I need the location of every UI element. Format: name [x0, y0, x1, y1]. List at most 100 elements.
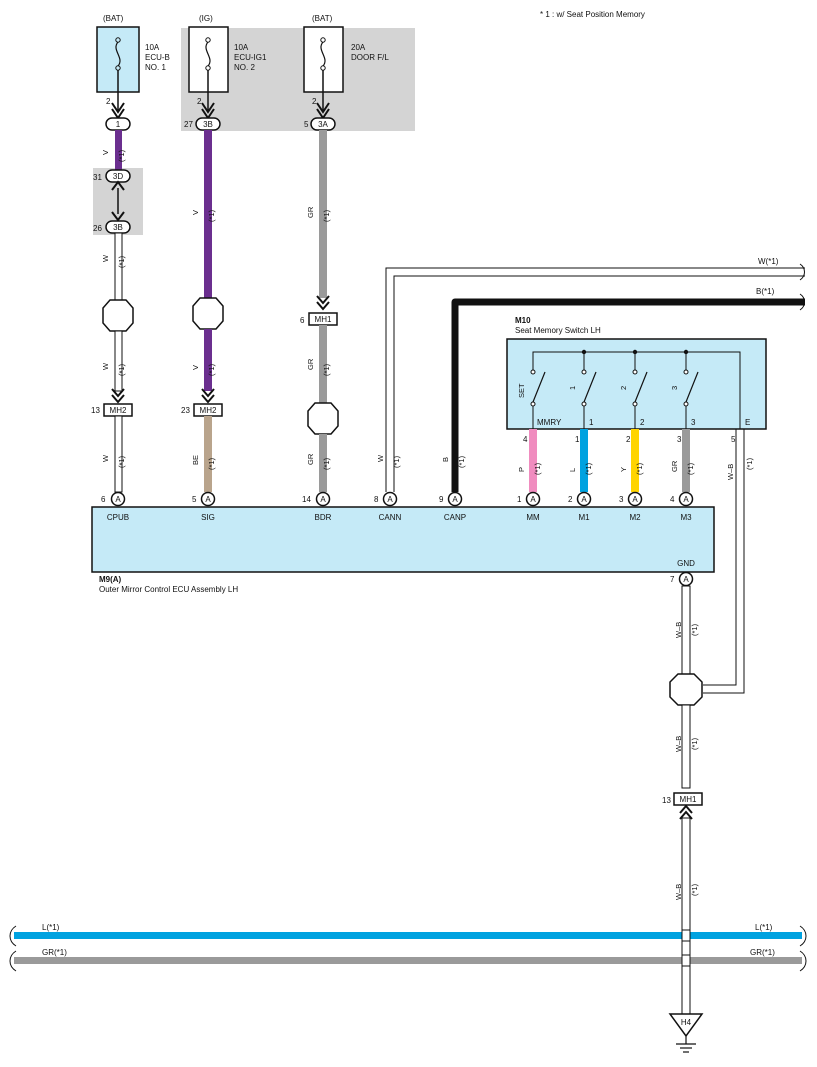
svg-text:1: 1	[589, 418, 594, 427]
svg-text:MH1: MH1	[315, 315, 332, 324]
svg-text:CANN: CANN	[379, 513, 402, 522]
fuse-icon	[320, 37, 326, 71]
svg-text:(*1): (*1)	[117, 149, 126, 162]
svg-text:P: P	[517, 467, 526, 472]
wire-break-icon	[9, 925, 17, 947]
ecu-terminal-m3: 4 A M3	[670, 491, 694, 522]
ecu-terminal-sig: 5 A SIG	[192, 491, 216, 522]
svg-text:(*1): (*1)	[457, 455, 466, 468]
svg-text:8: 8	[374, 495, 379, 504]
svg-text:3: 3	[670, 386, 679, 390]
bus-l-right: L(*1)	[755, 923, 773, 932]
wire-break-icon	[799, 293, 805, 311]
svg-text:W: W	[101, 454, 110, 462]
arrow-down-icon	[316, 295, 330, 305]
arrow-down-icon	[201, 388, 215, 398]
svg-text:31: 31	[93, 173, 102, 182]
svg-text:V: V	[191, 365, 200, 370]
svg-text:Y: Y	[619, 467, 628, 472]
wire-pink	[529, 429, 537, 492]
svg-text:2: 2	[619, 386, 628, 390]
svg-text:9: 9	[439, 495, 444, 504]
svg-text:13: 13	[91, 406, 100, 415]
svg-text:SIG: SIG	[201, 513, 215, 522]
svg-text:(*1): (*1)	[690, 883, 699, 896]
seat-memory-switch-box	[506, 338, 767, 430]
splice-octagon-icon	[102, 299, 134, 332]
svg-text:V: V	[191, 210, 200, 215]
svg-text:E: E	[745, 418, 750, 427]
ecu-gnd-label: GND	[677, 559, 695, 568]
svg-text:(*1): (*1)	[207, 209, 216, 222]
svg-text:GR: GR	[306, 206, 315, 218]
bus-l-left: L(*1)	[42, 923, 60, 932]
svg-text:3B: 3B	[113, 223, 123, 232]
ecu-terminal-cann: 8 A CANN	[374, 491, 402, 522]
svg-text:A: A	[581, 495, 587, 504]
svg-text:3: 3	[619, 495, 624, 504]
arrow-up-icon	[111, 180, 125, 191]
svg-text:(*1): (*1)	[584, 462, 593, 475]
svg-text:(*1): (*1)	[117, 363, 126, 376]
svg-text:2: 2	[626, 435, 631, 444]
svg-text:(*1): (*1)	[745, 457, 754, 470]
svg-text:W–B: W–B	[674, 884, 683, 900]
fuse1-pin: 2	[106, 97, 111, 106]
fuse1-source: (BAT)	[103, 14, 124, 23]
ecu-name: Outer Mirror Control ECU Assembly LH	[99, 585, 238, 594]
wire-violet	[204, 130, 212, 300]
svg-text:MM: MM	[526, 513, 540, 522]
svg-text:W: W	[101, 254, 110, 262]
svg-text:B: B	[441, 457, 450, 462]
svg-text:SET: SET	[517, 383, 526, 398]
wire-break-icon	[799, 925, 807, 947]
wire-gray	[319, 434, 327, 492]
svg-text:W: W	[376, 454, 385, 462]
svg-text:(*1): (*1)	[322, 457, 331, 470]
svg-text:A: A	[205, 495, 211, 504]
bus-gr-left: GR(*1)	[42, 948, 67, 957]
wire-yellow	[631, 429, 639, 492]
svg-text:A: A	[387, 495, 393, 504]
svg-text:A: A	[530, 495, 536, 504]
svg-text:CANP: CANP	[444, 513, 466, 522]
fuse3-pin: 2	[312, 97, 317, 106]
ground-icon	[676, 1036, 696, 1053]
svg-text:MMRY: MMRY	[537, 418, 562, 427]
svg-text:GR: GR	[306, 453, 315, 465]
svg-text:W: W	[101, 362, 110, 370]
fuse3-name: DOOR F/L	[351, 53, 389, 62]
svg-text:(*1): (*1)	[690, 737, 699, 750]
svg-text:3A: 3A	[318, 120, 328, 129]
svg-text:MH2: MH2	[200, 406, 217, 415]
arrow-down-icon	[316, 102, 330, 114]
svg-text:A: A	[115, 495, 121, 504]
svg-text:V: V	[101, 150, 110, 155]
svg-text:BE: BE	[191, 455, 200, 465]
svg-text:1: 1	[116, 120, 121, 129]
wire-w-top-label: W(*1)	[758, 257, 779, 266]
fuse2-pin: 2	[197, 97, 202, 106]
ecu-terminal-canp: 9 A CANP	[439, 491, 466, 522]
fuse1-name: ECU-B	[145, 53, 170, 62]
switch-icon	[683, 349, 699, 407]
svg-text:(*1): (*1)	[392, 455, 401, 468]
splice-octagon-icon	[669, 673, 703, 706]
wire-blue	[580, 429, 588, 492]
svg-text:4: 4	[523, 435, 528, 444]
svg-text:GR: GR	[306, 358, 315, 370]
svg-text:M1: M1	[578, 513, 590, 522]
switch-id: M10	[515, 316, 531, 325]
wire-b-top-label: B(*1)	[756, 287, 775, 296]
fuse1-amp: 10A	[145, 43, 160, 52]
wire-white-black	[681, 817, 691, 1015]
fuse3-amp: 20A	[351, 43, 366, 52]
svg-text:(*1): (*1)	[322, 209, 331, 222]
wire-break-icon	[799, 263, 805, 281]
switch-icon	[632, 349, 648, 407]
splice-octagon-icon	[192, 297, 224, 330]
svg-text:(*1): (*1)	[322, 363, 331, 376]
wire-gray	[319, 325, 327, 403]
arrow-up-icon	[679, 810, 693, 820]
